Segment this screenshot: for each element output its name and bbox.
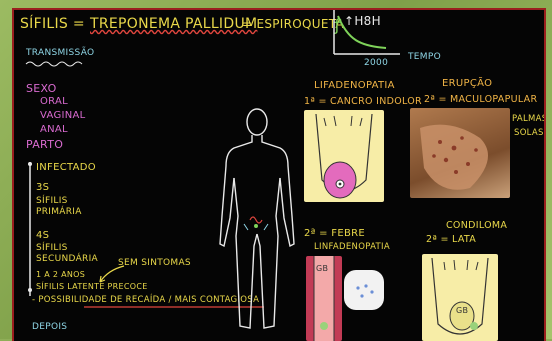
- time-3s: 3S: [36, 182, 49, 193]
- depois-label: DEPOIS: [32, 322, 67, 332]
- palms-rash-photo: [410, 108, 510, 198]
- body-outline: [212, 106, 302, 341]
- lymphadenopathy-heading: LIFADENOPATIA: [314, 80, 395, 91]
- lymph-node-diagram: [344, 270, 384, 310]
- secondary-syphilis-1: SÍFILIS: [36, 243, 68, 253]
- graph-xtick: 2000: [364, 58, 388, 68]
- palms-label: PALMAS: [512, 114, 546, 124]
- maculopapular-label: 2ª = MACULOPAPULAR: [424, 94, 537, 105]
- vaginal-label: VAGINAL: [40, 110, 86, 121]
- condiloma-heading: CONDILOMA: [446, 220, 507, 231]
- time-1-2-years: 1 A 2 ANOS: [36, 270, 85, 279]
- anal-label: ANAL: [40, 124, 68, 135]
- chalkboard: SÍFILIS = TREPONEMA PALLIDUM = ESPIROQUE…: [12, 8, 546, 341]
- fever-label: 2ª = FEBRE: [304, 228, 365, 239]
- oral-label: ORAL: [40, 96, 68, 107]
- latent-syphilis: SÍFILIS LATENTE PRECOCE: [36, 282, 148, 291]
- graph-xlabel: TEMPO: [408, 52, 441, 62]
- timeline-line: [28, 162, 34, 298]
- parto-label: PARTO: [26, 138, 63, 151]
- primary-syphilis-2: PRIMÁRIA: [36, 207, 82, 217]
- secondary-syphilis-2: SECUNDÁRIA: [36, 254, 98, 264]
- transmission-underline: [26, 60, 86, 68]
- title-treponema: TREPONEMA PALLIDUM: [90, 16, 257, 32]
- soles-label: SOLAS: [514, 128, 544, 138]
- no-symptoms-label: SEM SINTOMAS: [118, 258, 191, 268]
- condiloma-diagram: GB: [422, 254, 498, 341]
- lymphadenopathy-label: LINFADENOPATIA: [314, 242, 390, 252]
- chancre-label: 1ª = CANCRO INDOLOR: [304, 96, 422, 107]
- chancre-diagram: [304, 110, 384, 202]
- title-sifilis: SÍFILIS =: [20, 16, 85, 32]
- condiloma-cell-label: GB: [456, 306, 468, 315]
- primary-syphilis-1: SÍFILIS: [36, 196, 68, 206]
- body-lesion-mark: [250, 217, 262, 223]
- infectado-label: INFECTADO: [36, 162, 96, 173]
- condiloma-label: 2ª = LATA: [426, 234, 476, 245]
- eruption-heading: ERUPÇÃO: [442, 78, 492, 89]
- time-4s: 4S: [36, 230, 49, 241]
- transmission-heading: TRANSMISSÃO: [26, 48, 94, 58]
- vessel-cell-label: GB: [316, 264, 328, 273]
- sexo-label: SEXO: [26, 82, 57, 95]
- graph-ylabel: ↑H8H: [344, 14, 381, 28]
- title-espiroqueta: = ESPIROQUETA: [242, 17, 344, 31]
- vessel-diagram: GB: [306, 256, 342, 341]
